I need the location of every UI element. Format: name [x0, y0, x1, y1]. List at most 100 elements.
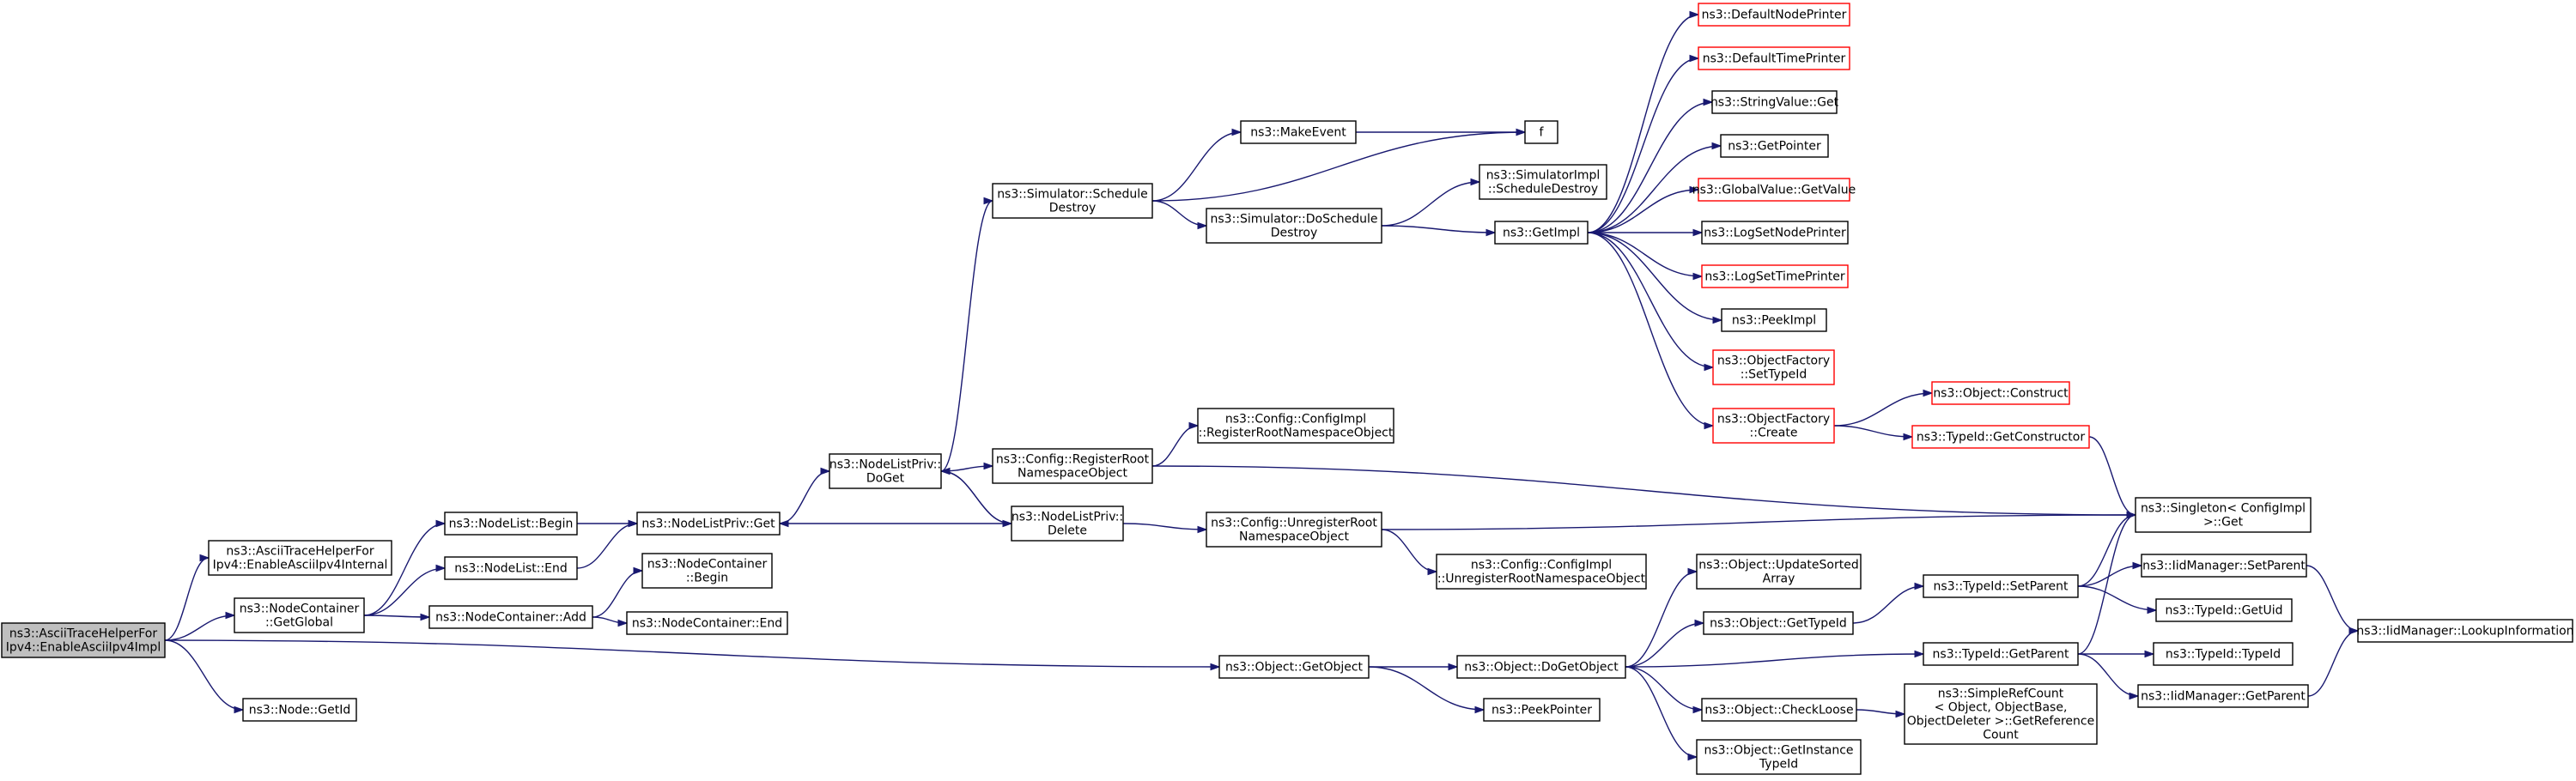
- arrowhead: [2144, 650, 2155, 658]
- node-label: ns3::TypeId::GetParent: [1933, 648, 2069, 662]
- node-srcGetRef[interactable]: ns3::SimpleRefCount< Object, ObjectBase,…: [1904, 683, 2098, 745]
- node-label: ::RegisterRootNamespaceObject: [1199, 427, 1394, 440]
- node-nlpDoGet[interactable]: ns3::NodeListPriv::DoGet: [829, 453, 942, 489]
- arrowhead: [1689, 10, 1700, 19]
- arrowhead: [2132, 561, 2143, 570]
- node-objCheckLoose[interactable]: ns3::Object::CheckLoose: [1701, 698, 1857, 722]
- node-label: ::Create: [1750, 427, 1798, 440]
- node-cfgRegister[interactable]: ns3::Config::RegisterRootNamespaceObject: [992, 448, 1153, 484]
- edge-ncGetGlobal-to-nlBegin: [363, 519, 447, 616]
- edge-tidGetParent-to-tidTypeId: [2078, 650, 2155, 658]
- edge-objGetObject-to-objDoGetObject: [1369, 663, 1459, 671]
- node-box: [2137, 684, 2309, 708]
- node-getPointer[interactable]: ns3::GetPointer: [1720, 134, 1829, 158]
- arrowhead: [2129, 692, 2140, 700]
- node-box: [1711, 90, 1838, 114]
- node-label: ::ScheduleDestroy: [1488, 183, 1598, 197]
- arrowhead: [1197, 525, 1208, 534]
- node-defNodePrinter[interactable]: ns3::DefaultNodePrinter: [1698, 3, 1850, 27]
- node-tidGetUid[interactable]: ns3::TypeId::GetUid: [2155, 598, 2293, 622]
- node-label: ns3::NodeListPriv::: [1012, 511, 1123, 524]
- node-label: ::SetTypeId: [1741, 368, 1807, 382]
- edge-tidSetParent-to-tidGetUid: [2077, 585, 2158, 615]
- node-objGetObject[interactable]: ns3::Object::GetObject: [1218, 655, 1370, 679]
- edge-getImpl-to-logSetNode: [1587, 228, 1704, 237]
- node-strValGet[interactable]: ns3::StringValue::Get: [1710, 90, 1839, 114]
- node-box: [636, 512, 781, 536]
- node-simSchedDestroy[interactable]: ns3::Simulator::ScheduleDestroy: [992, 183, 1153, 219]
- node-root[interactable]: ns3::AsciiTraceHelperForIpv4::EnableAsci…: [1, 622, 166, 658]
- arrowhead: [617, 619, 629, 627]
- node-label: ns3::StringValue::Get: [1710, 96, 1839, 110]
- node-label: ns3::TypeId::TypeId: [2166, 648, 2281, 662]
- node-label: ns3::Object::GetTypeId: [1710, 617, 1847, 631]
- node-objConstruct[interactable]: ns3::Object::Construct: [1931, 381, 2070, 405]
- node-nlpGet[interactable]: ns3::NodeListPriv::Get: [636, 512, 781, 536]
- node-tidTypeId[interactable]: ns3::TypeId::TypeId: [2153, 642, 2293, 666]
- arrowhead: [778, 519, 789, 528]
- node-makeEvent[interactable]: ns3::MakeEvent: [1240, 120, 1357, 144]
- node-objDoGetObject[interactable]: ns3::Object::DoGetObject: [1456, 655, 1626, 679]
- arrowhead: [2348, 627, 2360, 635]
- node-nodeGetId[interactable]: ns3::Node::GetId: [242, 698, 357, 722]
- node-label: ns3::DefaultTimePrinter: [1703, 52, 1846, 66]
- edge-objDoGetObject-to-objCheckLoose: [1625, 666, 1704, 714]
- node-cfgImplUnregister[interactable]: ns3::Config::ConfigImpl::UnregisterRootN…: [1436, 554, 1647, 590]
- node-cfgImplRegister[interactable]: ns3::Config::ConfigImpl::RegisterRootNam…: [1197, 408, 1394, 444]
- node-label: ns3::NodeList::End: [454, 562, 568, 576]
- node-logSetNode[interactable]: ns3::LogSetNodePrinter: [1701, 221, 1849, 245]
- node-ncBegin[interactable]: ns3::NodeContainer::Begin: [641, 553, 773, 589]
- node-label: Ipv4::EnableAsciiIpv4Impl: [6, 641, 161, 655]
- node-ncAdd[interactable]: ns3::NodeContainer::Add: [428, 605, 593, 629]
- node-ncEnd[interactable]: ns3::NodeContainer::End: [626, 611, 788, 635]
- node-box: [1483, 698, 1601, 722]
- node-peekImpl[interactable]: ns3::PeekImpl: [1721, 308, 1827, 332]
- node-nlpDelete[interactable]: ns3::NodeListPriv::Delete: [1011, 506, 1124, 542]
- node-simImplSched[interactable]: ns3::SimulatorImpl::ScheduleDestroy: [1479, 164, 1607, 200]
- arrowhead: [1923, 389, 1934, 397]
- node-box: [2155, 598, 2293, 622]
- node-tidGetParent[interactable]: ns3::TypeId::GetParent: [1923, 642, 2079, 666]
- arrowhead: [435, 564, 447, 572]
- node-label: ns3::NodeContainer: [240, 602, 360, 616]
- node-box: [1712, 349, 1835, 385]
- edge-ncGetGlobal-to-ncAdd: [363, 613, 431, 621]
- node-box: [1701, 698, 1857, 722]
- arrowhead: [1470, 178, 1481, 186]
- edge-root-to-nodeGetId: [164, 639, 245, 714]
- node-peekPointer[interactable]: ns3::PeekPointer: [1483, 698, 1601, 722]
- node-ofSetTypeId[interactable]: ns3::ObjectFactory::SetTypeId: [1712, 349, 1835, 385]
- node-nlEnd[interactable]: ns3::NodeList::End: [444, 556, 578, 580]
- node-tidGetCtor[interactable]: ns3::TypeId::GetConstructor: [1911, 425, 2090, 449]
- edge-objGetObject-to-peekPointer: [1368, 666, 1485, 714]
- node-cfgUnregister[interactable]: ns3::Config::UnregisterRootNamespaceObje…: [1206, 512, 1382, 548]
- node-label: ns3::Object::Construct: [1933, 387, 2069, 401]
- edge-nlpDelete-to-nlpDoGet: [939, 467, 1012, 524]
- node-singletonGet[interactable]: ns3::Singleton< ConfigImpl >::Get: [2135, 497, 2312, 533]
- edge-objGetTypeId-to-tidSetParent: [1852, 582, 1925, 624]
- node-ofCreate[interactable]: ns3::ObjectFactory::Create: [1712, 408, 1835, 444]
- node-defTimePrinter[interactable]: ns3::DefaultTimePrinter: [1698, 46, 1850, 70]
- node-getImpl[interactable]: ns3::GetImpl: [1494, 221, 1589, 245]
- node-enableInternal[interactable]: ns3::AsciiTraceHelperForIpv4::EnableAsci…: [208, 540, 392, 576]
- node-label: ns3::SimpleRefCount: [1938, 687, 2064, 701]
- node-ncGetGlobal[interactable]: ns3::NodeContainer::GetGlobal: [234, 597, 365, 633]
- edge-getImpl-to-defNodePrinter: [1587, 10, 1700, 233]
- node-nlBegin[interactable]: ns3::NodeList::Begin: [444, 512, 578, 536]
- node-tidSetParent[interactable]: ns3::TypeId::SetParent: [1923, 574, 2079, 598]
- node-label: ns3::SimulatorImpl: [1486, 169, 1601, 183]
- node-logSetTime[interactable]: ns3::LogSetTimePrinter: [1701, 264, 1849, 288]
- node-iidSetParent[interactable]: ns3::IidManager::SetParent: [2141, 554, 2307, 578]
- node-globalValGet[interactable]: ns3::GlobalValue::GetValue: [1692, 178, 1856, 202]
- node-box: [1197, 408, 1394, 444]
- node-iidGetParent[interactable]: ns3::IidManager::GetParent: [2137, 684, 2309, 708]
- node-box: [1436, 554, 1647, 590]
- node-iidLookup[interactable]: ns3::IidManager::LookupInformation: [2356, 619, 2574, 643]
- node-box: [1456, 655, 1626, 679]
- node-f[interactable]: f: [1524, 120, 1558, 144]
- node-objGetTypeId[interactable]: ns3::Object::GetTypeId: [1703, 611, 1854, 635]
- arrowhead: [1427, 567, 1438, 576]
